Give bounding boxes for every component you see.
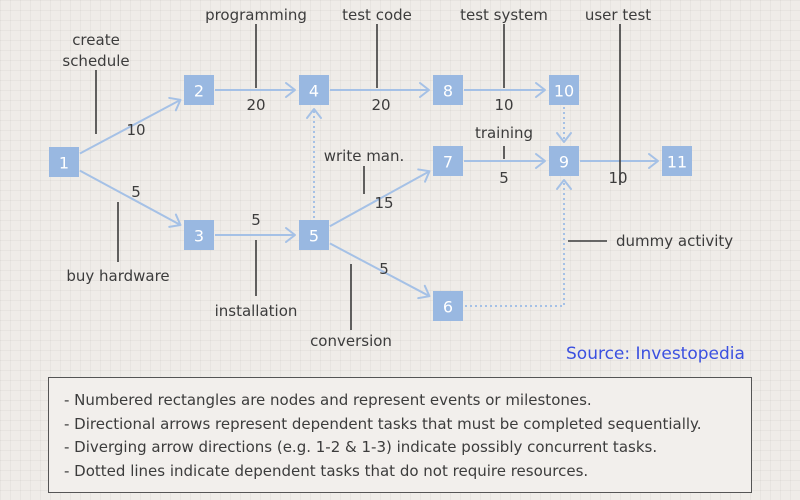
- activity-label: user test: [585, 6, 651, 24]
- arrowhead-4-8: [419, 82, 430, 98]
- node-4: [299, 75, 329, 105]
- arrowhead-3-5: [285, 227, 296, 243]
- activity-label: test code: [342, 6, 412, 24]
- dummy-activity-label: dummy activity: [616, 232, 733, 250]
- edge-1-2: [79, 99, 181, 155]
- duration-label: 5: [131, 183, 141, 201]
- dummy-edge-6-9: [465, 180, 565, 307]
- node-6-label: 6: [443, 298, 453, 317]
- node-1-label: 1: [59, 154, 69, 173]
- activity-label: programming: [205, 6, 307, 24]
- arrowhead-7-9: [535, 153, 546, 169]
- activity-label: installation: [215, 302, 298, 320]
- duration-label: 20: [246, 96, 265, 114]
- activity-label: create: [72, 31, 120, 49]
- node-9: [549, 146, 579, 176]
- node-4-label: 4: [309, 82, 319, 101]
- edge-5-6: [329, 242, 430, 298]
- activity-label: test system: [460, 6, 548, 24]
- node-1: [49, 147, 79, 177]
- node-10-label: 10: [554, 82, 574, 101]
- node-2-label: 2: [194, 82, 204, 101]
- arrowhead-8-10: [535, 82, 546, 98]
- arrowhead-9-11: [648, 153, 659, 169]
- arrowhead-1-2: [168, 96, 182, 112]
- edge-5-7: [329, 170, 430, 228]
- activity-label: buy hardware: [66, 267, 169, 285]
- dummy-arrowhead-5-4: [306, 108, 322, 119]
- edge-1-3: [79, 169, 181, 226]
- activity-label: conversion: [310, 332, 392, 350]
- duration-label: 5: [379, 260, 389, 278]
- duration-label: 10: [608, 169, 627, 187]
- node-8: [433, 75, 463, 105]
- node-11-label: 11: [667, 153, 687, 172]
- legend-box: - Numbered rectangles are nodes and repr…: [48, 377, 752, 493]
- node-6: [433, 291, 463, 321]
- source-credit: Source: Investopedia: [566, 344, 745, 364]
- node-3-label: 3: [194, 227, 204, 246]
- node-2: [184, 75, 214, 105]
- node-9-label: 9: [559, 153, 569, 172]
- activity-label: write man.: [324, 147, 405, 165]
- node-5: [299, 220, 329, 250]
- activity-label: training: [475, 124, 533, 142]
- node-3: [184, 220, 214, 250]
- duration-label: 5: [499, 169, 509, 187]
- arrowhead-5-7: [417, 168, 431, 183]
- legend-line: - Numbered rectangles are nodes and repr…: [64, 391, 592, 409]
- legend-line: - Diverging arrow directions (e.g. 1-2 &…: [64, 438, 658, 456]
- duration-label: 5: [251, 211, 261, 229]
- arrowhead-2-4: [285, 82, 296, 98]
- dummy-arrowhead-6-9: [556, 179, 572, 190]
- duration-label: 10: [126, 121, 145, 139]
- node-7-label: 7: [443, 153, 453, 172]
- activity-label: schedule: [62, 52, 129, 70]
- node-8-label: 8: [443, 82, 453, 101]
- legend-line: - Directional arrows represent dependent…: [64, 414, 702, 433]
- node-5-label: 5: [309, 227, 319, 246]
- arrowhead-5-6: [417, 284, 431, 300]
- duration-label: 10: [494, 96, 513, 114]
- duration-label: 20: [371, 96, 390, 114]
- node-10: [549, 75, 579, 105]
- node-11: [662, 146, 692, 176]
- legend-line: - Dotted lines indicate dependent tasks …: [64, 461, 589, 480]
- dummy-arrowhead-10-9: [556, 132, 572, 143]
- arrowhead-1-3: [168, 213, 182, 228]
- duration-label: 15: [374, 194, 393, 212]
- node-7: [433, 146, 463, 176]
